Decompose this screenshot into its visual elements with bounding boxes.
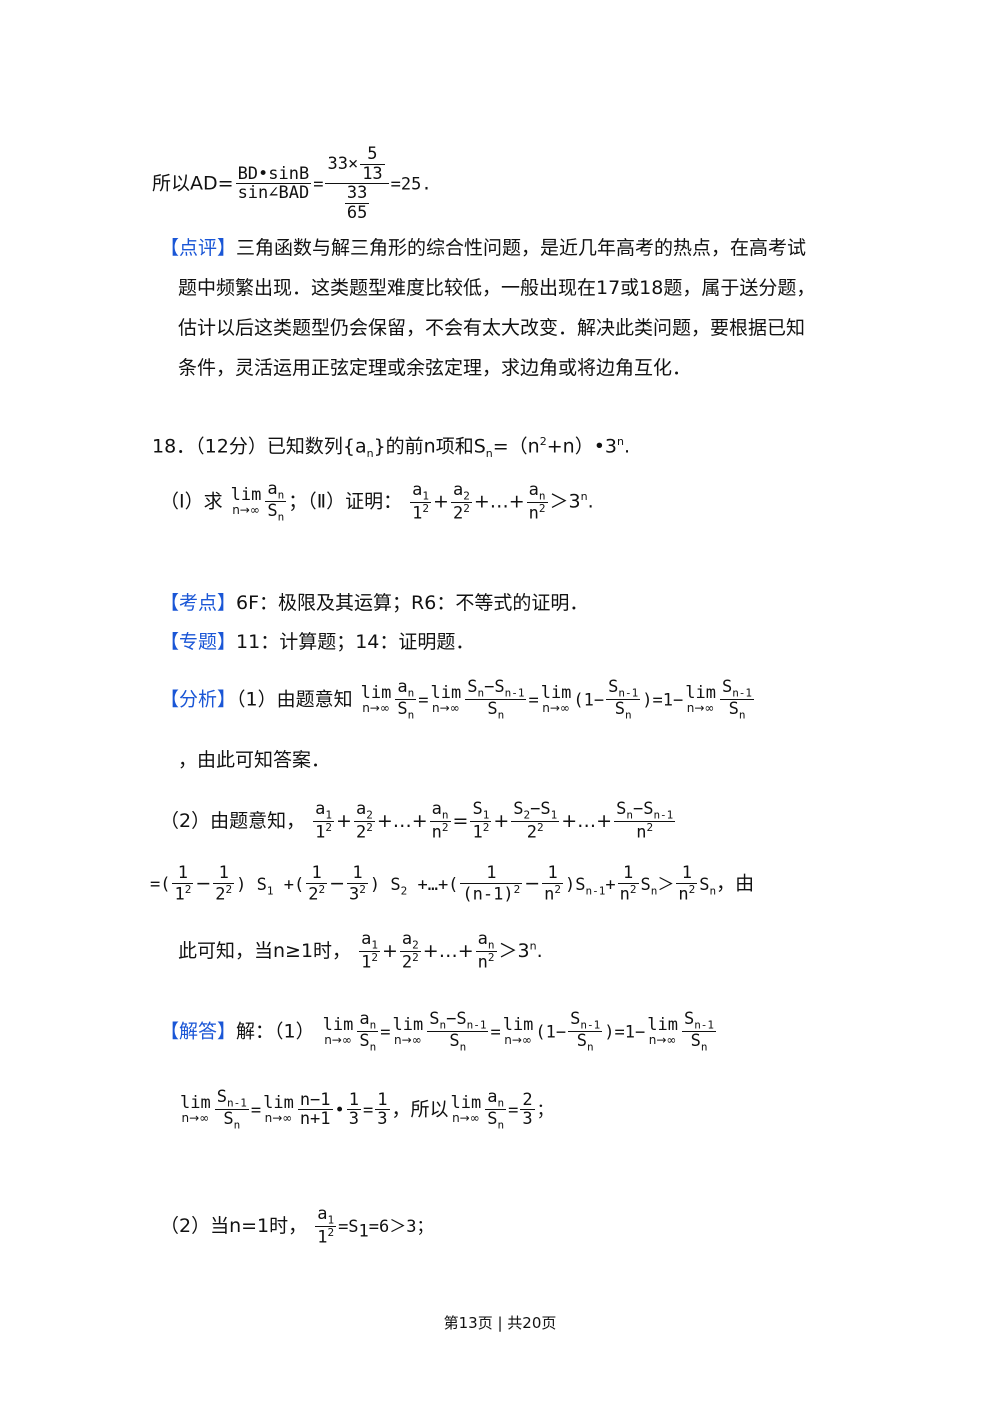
- fenxi-tail: ，由此可知答案．: [178, 749, 331, 771]
- comment-tag: 【点评】: [160, 237, 237, 259]
- kaodian-line: 【考点】6F：极限及其运算；R6：不等式的证明．: [160, 592, 589, 614]
- zhuanti-line: 【专题】11：计算题；14：证明题．: [160, 631, 475, 653]
- ad-prefix: 所以AD=: [152, 172, 234, 195]
- question-18-head: 18．（12分）已知数列{an}的前n项和Sn=（n2+n）•3n.: [152, 435, 631, 461]
- page-footer: 第13页 | 共20页: [443, 1314, 557, 1332]
- comment-paragraph: 【点评】三角函数与解三角形的综合性问题，是近几年高考的热点，在高考试 题中频繁出…: [160, 237, 816, 379]
- ad-result: =25.: [390, 174, 432, 195]
